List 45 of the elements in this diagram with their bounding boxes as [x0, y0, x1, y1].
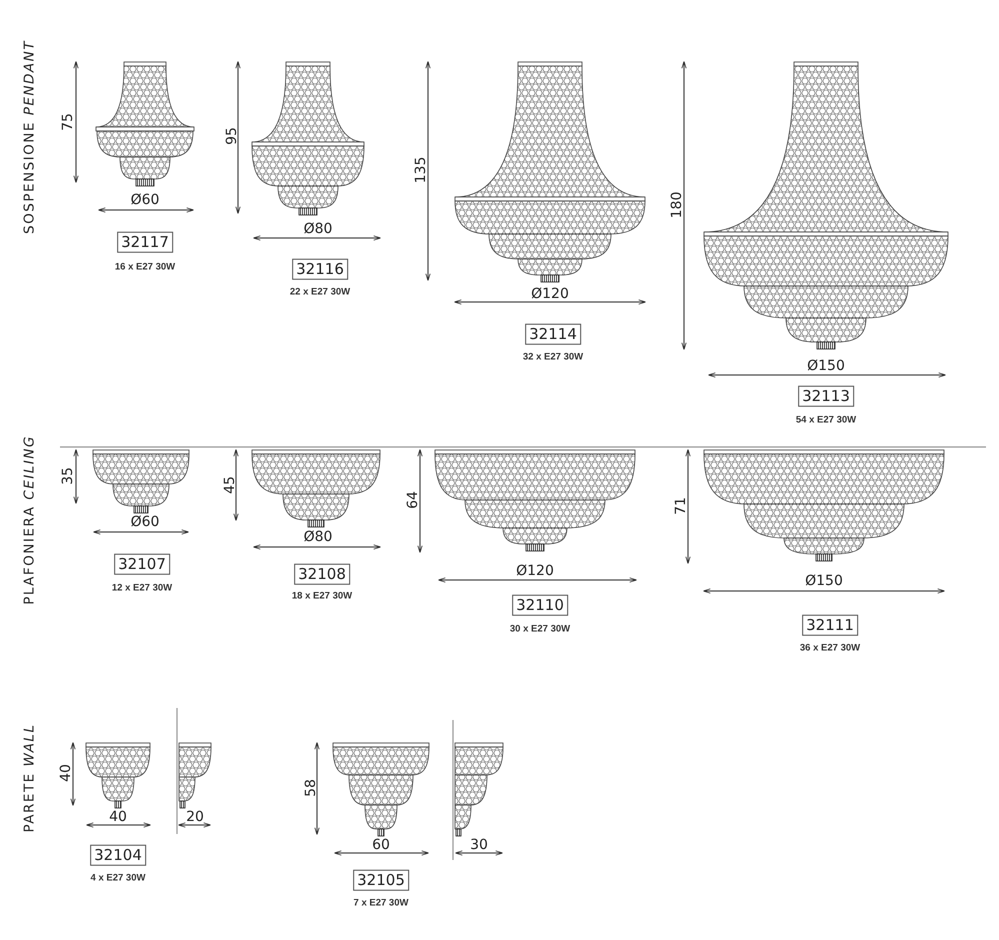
dimension-value: 60 — [372, 838, 390, 852]
lamp-specification: 22 x E27 30W — [290, 286, 350, 298]
section-heading: PARETE WALL — [23, 724, 37, 832]
lamp-specification: 16 x E27 30W — [114, 262, 176, 272]
dimension-value: 95 — [225, 127, 239, 145]
dimension-value: Ø80 — [304, 222, 332, 236]
dimension-value: 45 — [223, 476, 237, 494]
section-heading: SOSPENSIONE PENDANT — [23, 40, 37, 234]
section-heading: PLAFONIERA CEILING — [23, 435, 37, 605]
product-code: 32117 — [117, 232, 173, 252]
lamp-specification: 30 x E27 30W — [510, 624, 570, 634]
dimension-value: Ø80 — [304, 530, 332, 544]
dimension-value: 40 — [59, 764, 73, 782]
dimension-value: Ø60 — [130, 515, 160, 529]
product-code: 32104 — [90, 844, 146, 866]
dimension-value: 58 — [304, 779, 318, 797]
dimension-value: 180 — [670, 192, 684, 218]
product-code: 32105 — [353, 870, 409, 890]
dimension-value: 64 — [406, 491, 420, 509]
product-code: 32108 — [294, 564, 350, 584]
product-code: 32111 — [802, 614, 858, 636]
product-code: 32116 — [292, 258, 348, 280]
dimension-value: 135 — [414, 156, 428, 184]
dimension-value: Ø150 — [805, 574, 843, 588]
lamp-specification: 4 x E27 30W — [90, 872, 146, 884]
dimension-value: 75 — [61, 113, 75, 131]
dimension-value: Ø150 — [807, 359, 845, 373]
dimension-value: 40 — [109, 810, 127, 824]
dimension-value: 71 — [674, 497, 688, 515]
dimension-value: Ø120 — [516, 564, 554, 578]
product-code: 32114 — [525, 324, 581, 344]
lamp-specification: 36 x E27 30W — [800, 642, 860, 654]
dimension-value: Ø60 — [130, 193, 160, 207]
dimension-value: 35 — [61, 467, 75, 485]
dimension-value: 20 — [186, 810, 204, 824]
product-code: 32113 — [798, 386, 854, 406]
product-code: 32110 — [512, 594, 568, 616]
lamp-specification: 54 x E27 30W — [796, 414, 856, 426]
product-code: 32107 — [114, 554, 170, 574]
lamp-specification: 7 x E27 30W — [354, 898, 408, 908]
lamp-specification: 12 x E27 30W — [112, 582, 172, 594]
lamp-specification: 18 x E27 30W — [292, 590, 352, 602]
dimension-value: 30 — [470, 838, 488, 852]
dimension-value: Ø120 — [531, 287, 569, 301]
lamp-specification: 32 x E27 30W — [522, 352, 584, 362]
